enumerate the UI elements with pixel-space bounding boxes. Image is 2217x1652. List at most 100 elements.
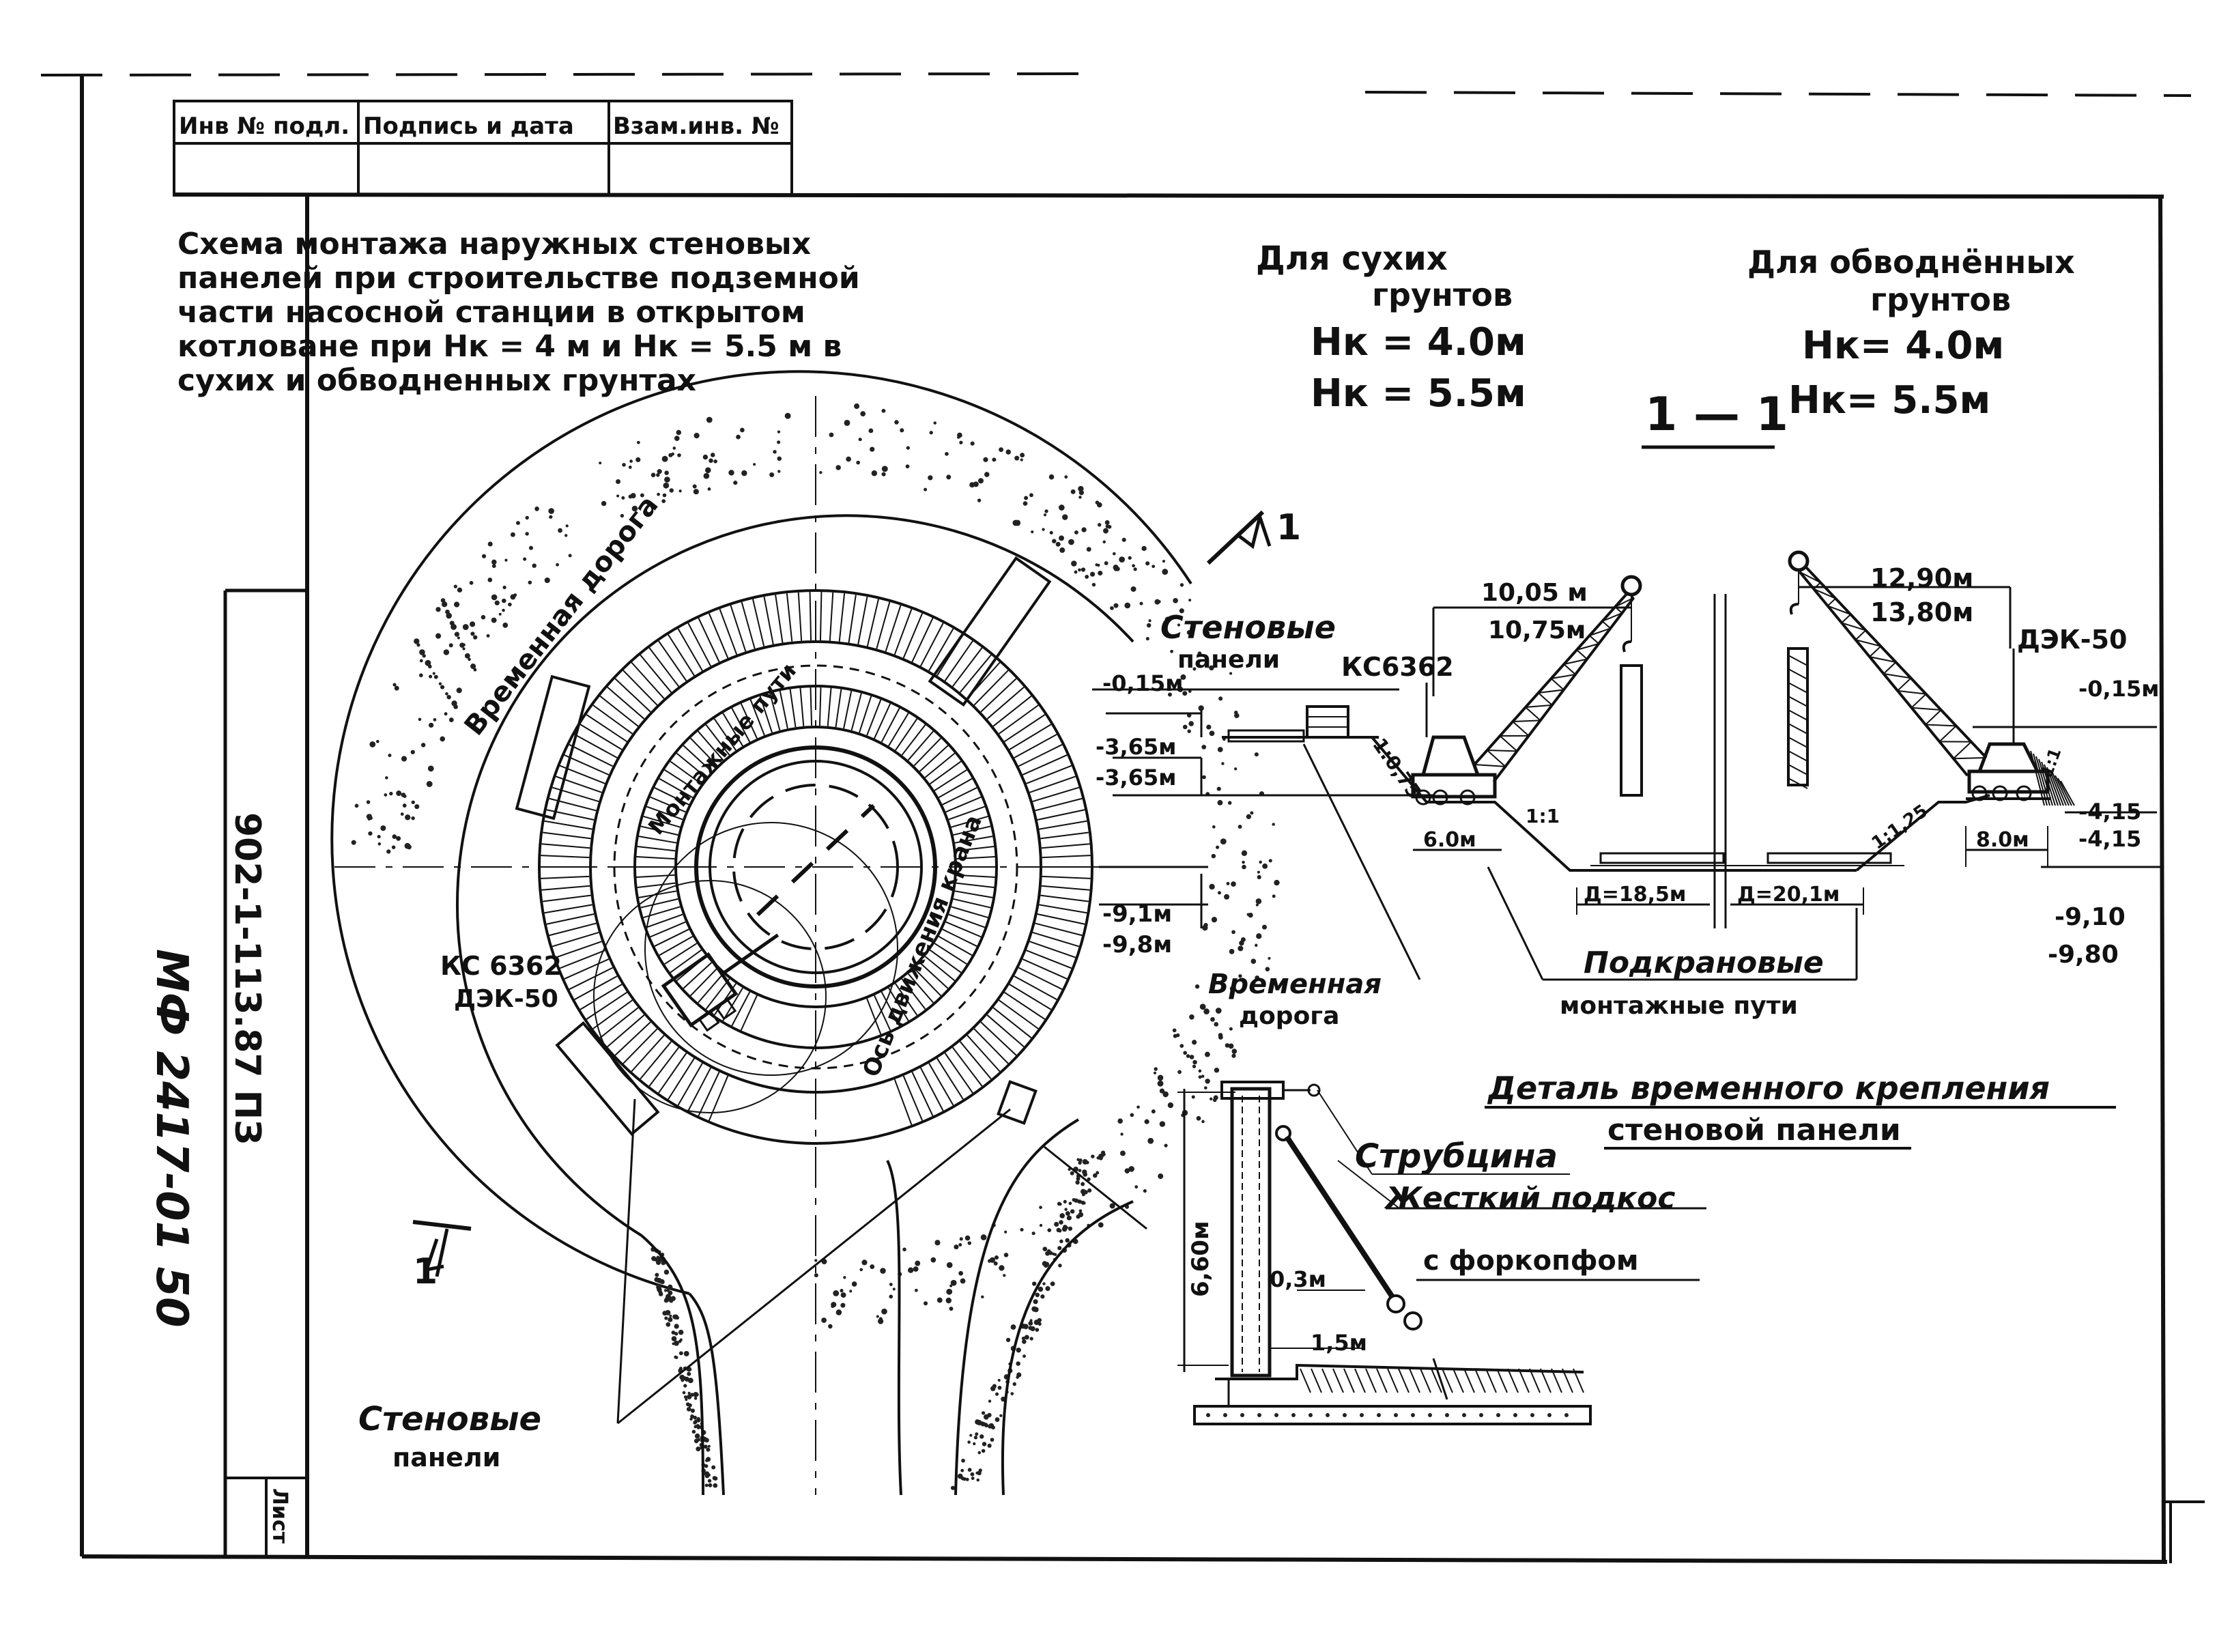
- gravel-dot: [999, 447, 1003, 453]
- gravel-dot: [481, 554, 487, 558]
- gravel-dot: [988, 1399, 992, 1403]
- gravel-dot: [564, 534, 568, 537]
- level-left-1: -3,65м: [1096, 734, 1176, 760]
- boom-lattice: [1589, 627, 1611, 636]
- boom-lattice: [1869, 645, 1882, 657]
- gravel-dot: [1255, 975, 1260, 980]
- slope-4: 1:1: [2037, 745, 2065, 780]
- gravel-dot: [1513, 1413, 1517, 1417]
- gravel-dot: [1223, 1413, 1227, 1417]
- hatch-tick: [888, 987, 909, 1021]
- gravel-dot: [1047, 1228, 1052, 1233]
- boom-lattice: [1576, 649, 1588, 660]
- boom-lattice: [1925, 709, 1942, 726]
- gravel-dot: [568, 554, 572, 558]
- gravel-dot: [769, 472, 775, 477]
- gravel-dot: [704, 1464, 709, 1468]
- gravel-dot: [1255, 898, 1262, 905]
- gravel-dot: [1231, 1049, 1238, 1054]
- gravel-dot: [1078, 1169, 1082, 1173]
- gravel-dot: [1132, 564, 1135, 568]
- boom-lattice: [1953, 741, 1972, 759]
- gravel-dot: [1274, 879, 1280, 886]
- hatch-tick: [986, 1014, 1025, 1048]
- gravel-dot: [1231, 930, 1235, 935]
- gravel-dot: [843, 1276, 846, 1279]
- boom-lattice: [1525, 707, 1541, 722]
- gravel-dot: [1098, 1222, 1104, 1228]
- hatch-tick: [973, 1028, 1009, 1064]
- gravel-dot: [703, 1444, 708, 1449]
- gravel-dot: [733, 481, 738, 485]
- gravel-dot: [388, 754, 392, 758]
- gravel-dot: [664, 476, 670, 483]
- hatch-tick: [1026, 950, 1072, 969]
- hatch-tick: [1003, 714, 1046, 743]
- gravel-dot: [1078, 485, 1084, 492]
- gravel-dot: [1218, 696, 1223, 701]
- approval-stamp-table: Инв № подл. Подпись и дата Взам.инв. №: [173, 100, 793, 197]
- hatch-tick: [1018, 967, 1063, 991]
- gravel-dot: [440, 736, 446, 742]
- hatch-tick: [1409, 1368, 1420, 1393]
- gravel-dot: [1119, 1150, 1126, 1156]
- gravel-dot: [881, 472, 886, 476]
- gravel-dot: [1158, 600, 1161, 603]
- gravel-dot: [1291, 1413, 1296, 1417]
- gravel-dot: [1240, 937, 1246, 942]
- gravel-dot: [989, 1257, 996, 1263]
- gravel-dot: [1198, 1075, 1202, 1079]
- hatch-tick: [944, 640, 973, 681]
- hatch-tick: [945, 921, 982, 938]
- gravel-dot: [1078, 568, 1081, 572]
- hatch-tick: [670, 949, 702, 973]
- gravel-dot: [881, 408, 886, 413]
- gravel-dot: [967, 1468, 972, 1472]
- section-cut-mark-bottom: 1: [412, 1220, 472, 1292]
- gravel-dot: [1205, 631, 1210, 636]
- gravel-dot: [977, 498, 982, 502]
- hatch-tick: [640, 898, 678, 909]
- hatch-tick: [689, 967, 718, 997]
- hatch-tick: [1540, 1368, 1551, 1393]
- gravel-dot: [949, 1307, 954, 1311]
- gravel-dot: [1010, 1324, 1016, 1330]
- section-rails-label-1: Подкрановые: [1584, 945, 1824, 980]
- gravel-dot: [1272, 823, 1275, 826]
- project-code: 902-1-113.87 ПЗ: [227, 812, 268, 1145]
- gravel-dot: [983, 1414, 989, 1420]
- gravel-dot: [1113, 552, 1116, 556]
- gravel-dot: [676, 429, 682, 436]
- gravel-dot: [668, 1317, 673, 1322]
- gravel-dot: [664, 470, 669, 475]
- gravel-dot: [1196, 1115, 1201, 1121]
- gravel-dot: [635, 457, 641, 463]
- hatch-tick: [648, 1046, 680, 1087]
- gravel-dot: [428, 722, 434, 728]
- hatch-tick: [574, 975, 618, 1001]
- hatch-tick: [623, 1028, 658, 1064]
- hatch-tick: [1311, 1368, 1322, 1393]
- hatch-tick: [769, 693, 781, 731]
- hatch-tick: [881, 707, 900, 743]
- gravel-dot: [669, 1314, 672, 1318]
- level-left-4: -9,8м: [1102, 931, 1172, 958]
- gravel-dot: [1097, 523, 1102, 527]
- gravel-dot: [462, 624, 469, 630]
- gravel-dot: [1182, 724, 1188, 730]
- gravel-dot: [705, 1459, 709, 1462]
- hatch-tick: [775, 595, 784, 643]
- hatch-tick: [992, 1007, 1032, 1039]
- gravel-dot: [1033, 1320, 1040, 1326]
- gravel-dot: [949, 1284, 953, 1287]
- gravel-dot: [696, 1447, 701, 1452]
- gravel-dot: [706, 1447, 711, 1452]
- gravel-dot: [982, 1442, 987, 1447]
- hatch-tick: [866, 699, 882, 736]
- gravel-dot: [928, 475, 933, 481]
- hatch-tick: [874, 995, 891, 1031]
- gravel-dot: [1061, 1226, 1068, 1232]
- gravel-dot: [669, 488, 674, 493]
- gravel-dot: [683, 1395, 687, 1399]
- gravel-dot: [351, 840, 356, 845]
